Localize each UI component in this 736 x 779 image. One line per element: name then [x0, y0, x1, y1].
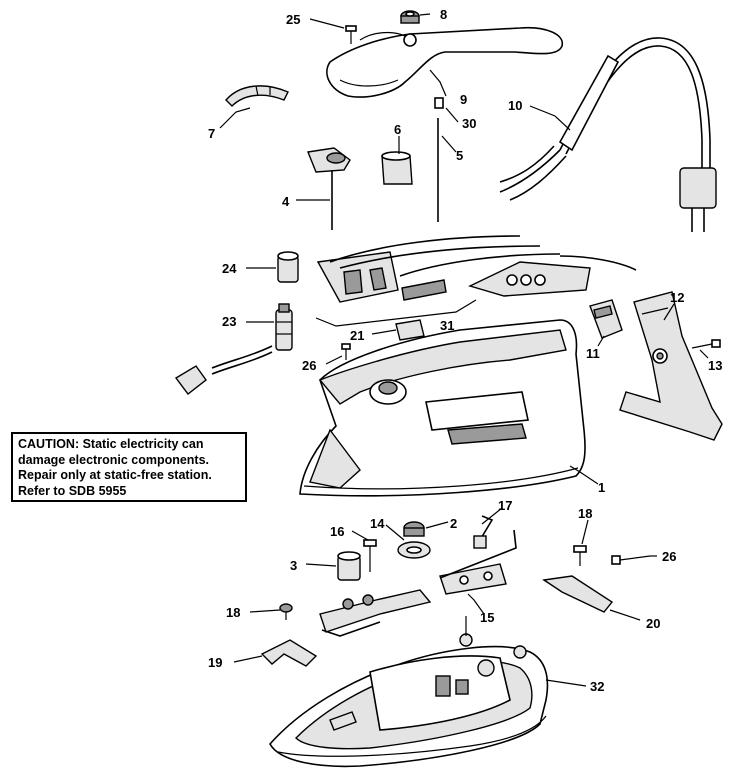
caution-line-1-rest: Static electricity can — [79, 437, 204, 451]
part-bracket-6 — [381, 151, 413, 185]
part-soleplate-32 — [269, 616, 549, 768]
part-cylinder-3 — [337, 551, 361, 581]
caution-notice: CAUTION: Static electricity can damage e… — [11, 432, 247, 502]
part-bracket-20 — [542, 575, 614, 613]
callout-11: 11 — [586, 346, 600, 361]
part-cap-8-top — [400, 10, 420, 24]
callout-5: 5 — [456, 148, 463, 163]
caution-line-4: Refer to SDB 5955 — [18, 483, 127, 498]
callout-26-left: 26 — [302, 358, 316, 373]
callout-24: 24 — [222, 261, 237, 276]
part-screw-13 — [691, 339, 721, 349]
callout-19: 19 — [208, 655, 222, 670]
part-thermostat-4 — [307, 147, 351, 230]
callout-4: 4 — [282, 194, 290, 209]
callout-15: 15 — [480, 610, 494, 625]
callout-9: 9 — [460, 92, 467, 107]
part-clip-30 — [434, 97, 444, 109]
callout-16: 16 — [330, 524, 344, 539]
callout-13: 13 — [708, 358, 722, 373]
callout-3: 3 — [290, 558, 297, 573]
callout-23: 23 — [222, 314, 236, 329]
part-knob-2 — [403, 521, 425, 537]
callout-18-left: 18 — [226, 605, 240, 620]
callout-31: 31 — [440, 318, 454, 333]
callout-8-top: 8 — [440, 7, 447, 22]
part-plate-21 — [395, 319, 425, 341]
callout-30: 30 — [462, 116, 476, 131]
caution-heading: CAUTION: — [18, 437, 80, 451]
callout-10: 10 — [508, 98, 522, 113]
part-heel-rest-12 — [619, 291, 723, 441]
part-screw-26-right — [611, 555, 651, 565]
callout-2: 2 — [450, 516, 457, 531]
callout-7: 7 — [208, 126, 215, 141]
callout-6: 6 — [394, 122, 401, 137]
callout-32: 32 — [590, 679, 604, 694]
part-housing-1 — [299, 319, 586, 497]
caution-line-3: Repair only at static-free station. — [18, 468, 212, 482]
callout-21: 21 — [350, 328, 364, 343]
part-screw-18-left — [279, 603, 293, 620]
part-thermostat-assembly-15 — [319, 529, 517, 637]
caution-line-2: damage electronic components. — [18, 452, 210, 467]
callout-25: 25 — [286, 12, 300, 27]
callout-18-right: 18 — [578, 506, 592, 521]
part-connector-11 — [589, 299, 623, 339]
callout-20: 20 — [646, 616, 660, 631]
part-washer-14 — [397, 541, 431, 559]
part-capacitor-24 — [277, 251, 299, 283]
leader-lines — [219, 13, 709, 687]
callout-1: 1 — [598, 480, 605, 495]
part-handle — [326, 26, 563, 98]
caution-line-1: CAUTION: Static electricity can — [18, 437, 240, 453]
callout-14: 14 — [370, 516, 385, 531]
part-screw-25 — [345, 25, 357, 44]
part-power-cord-10 — [499, 37, 717, 232]
callout-12: 12 — [670, 290, 684, 305]
part-arc-7 — [225, 85, 289, 107]
part-switch-23 — [174, 303, 293, 395]
part-bracket-19 — [260, 639, 318, 667]
callout-26-right: 26 — [662, 549, 676, 564]
callout-17: 17 — [498, 498, 512, 513]
part-spring-17 — [473, 515, 494, 549]
part-screw-16 — [363, 539, 377, 572]
part-screw-26-left — [341, 343, 351, 360]
part-circuit-31 — [315, 235, 637, 327]
part-screw-18-right — [573, 545, 587, 566]
